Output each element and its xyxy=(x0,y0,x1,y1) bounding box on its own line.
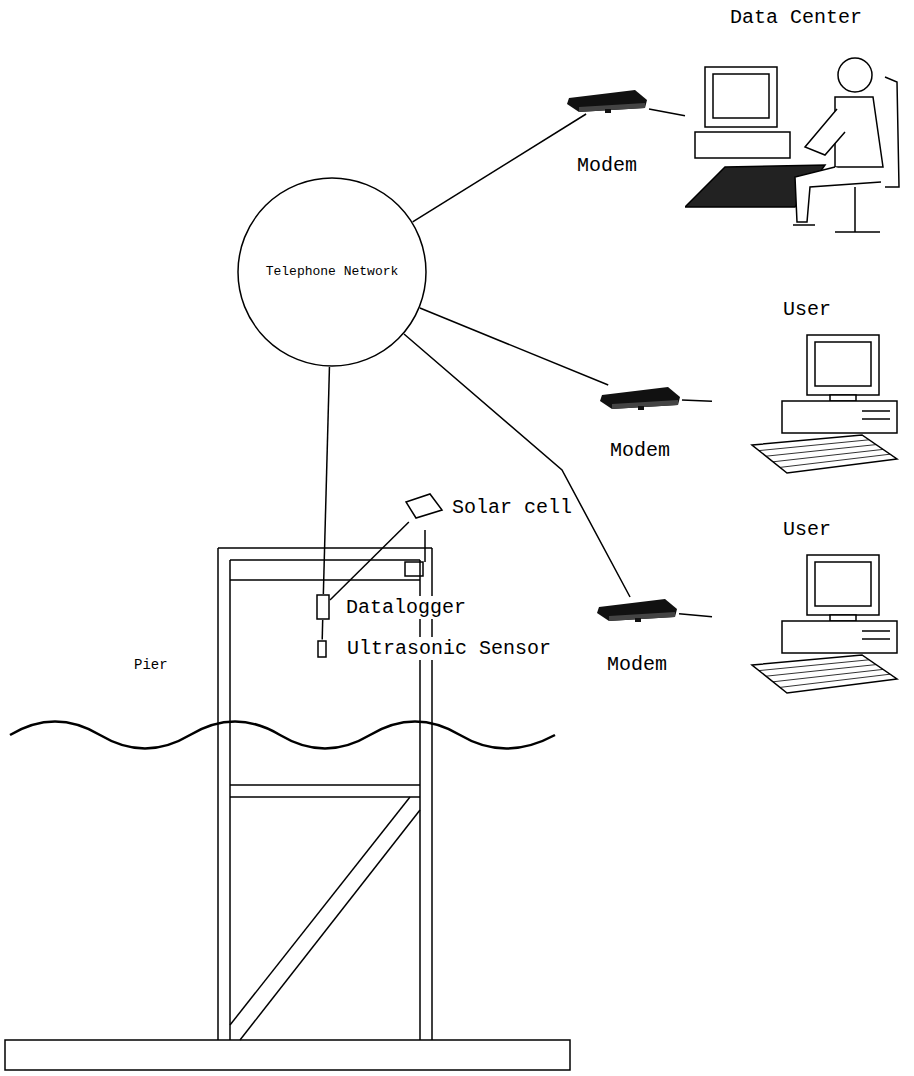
panel-icon xyxy=(404,492,444,522)
computer-icon xyxy=(712,553,902,698)
computer-icon xyxy=(712,333,902,478)
node-label: User xyxy=(781,518,833,541)
user-computer: User xyxy=(712,518,902,698)
water-wave xyxy=(10,722,555,749)
pier-post xyxy=(419,560,421,1040)
modem-icon xyxy=(595,597,679,623)
logger-icon xyxy=(316,594,330,620)
network-line xyxy=(323,367,329,594)
junction-box xyxy=(405,562,423,576)
network-line xyxy=(330,522,409,600)
pier-brace xyxy=(230,797,410,1025)
network-line xyxy=(420,308,608,385)
pier-beam xyxy=(230,784,420,786)
node-label: Modem xyxy=(605,653,669,676)
network-line xyxy=(321,620,323,640)
data-center-station: Data Center xyxy=(685,6,907,237)
modem-device: Modem xyxy=(565,88,649,177)
pier-post xyxy=(229,560,231,1040)
pier-brace xyxy=(240,810,420,1040)
ultrasonic-sensor: Ultrasonic Sensor xyxy=(317,637,553,660)
solar-cell: Solar cell xyxy=(404,492,574,522)
modem-icon xyxy=(598,385,682,411)
modem-device: Modem xyxy=(595,597,679,676)
node-label: Telephone Network xyxy=(264,265,401,280)
modem-icon xyxy=(565,88,649,114)
node-label: Datalogger xyxy=(344,596,468,619)
user-computer: User xyxy=(712,298,902,478)
pier-beam xyxy=(230,796,420,798)
network-line xyxy=(649,109,685,116)
node-label: Ultrasonic Sensor xyxy=(345,637,553,660)
network-line xyxy=(682,400,712,401)
node-label: Data Center xyxy=(728,6,864,29)
node-label: Modem xyxy=(575,154,639,177)
node-label: Solar cell xyxy=(450,496,574,519)
network-line xyxy=(413,114,586,222)
person-icon xyxy=(685,37,907,237)
network-line xyxy=(404,334,630,597)
node-label: User xyxy=(781,298,833,321)
solar-post xyxy=(424,530,426,562)
structure-label: Pier xyxy=(132,657,170,673)
pier-post xyxy=(431,548,433,1040)
modem-device: Modem xyxy=(598,385,682,462)
pier-beam xyxy=(230,579,420,581)
datalogger-box: Datalogger xyxy=(316,594,468,620)
ground-base xyxy=(5,1040,570,1070)
node-label: Modem xyxy=(608,439,672,462)
network-line xyxy=(679,614,712,617)
network-circle: Telephone Network xyxy=(237,177,427,367)
pier-post xyxy=(217,548,219,1040)
sensor-icon xyxy=(317,640,327,658)
